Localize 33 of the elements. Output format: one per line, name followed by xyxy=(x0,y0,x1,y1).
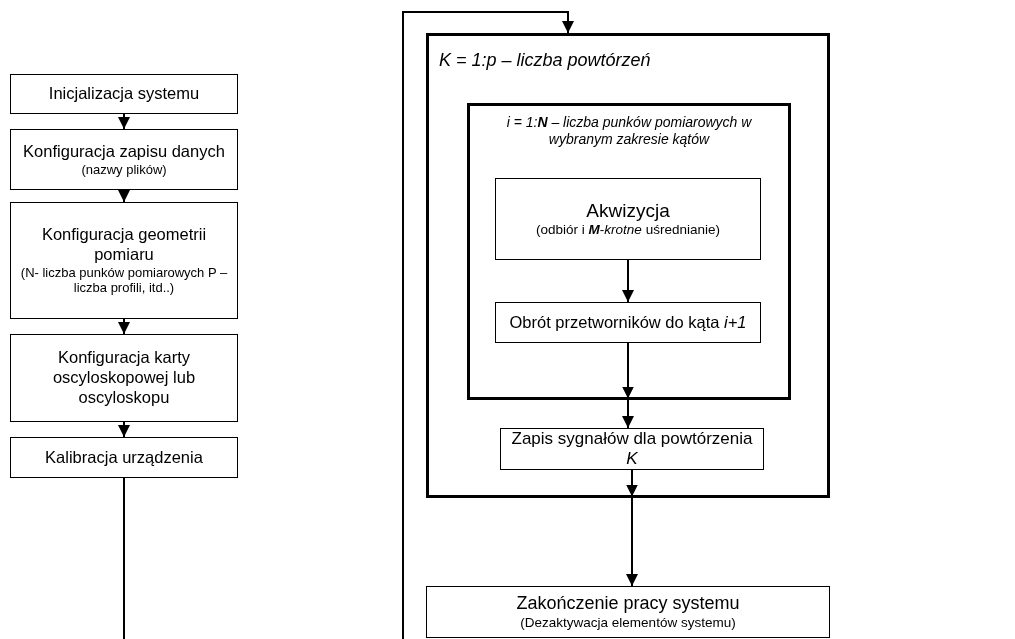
arrow xyxy=(118,113,130,130)
arrow xyxy=(118,421,130,438)
step-note: (nazwy plików) xyxy=(81,161,167,178)
loop-heading: K = 1:p – liczba powtórzeń xyxy=(439,50,651,72)
step-title: Akwizycja xyxy=(586,199,670,223)
process-box xyxy=(10,437,238,478)
step-title: Inicjalizacja systemu xyxy=(48,84,200,104)
process-box xyxy=(495,178,761,260)
step-note: (odbiór i M-krotne uśrednianie) xyxy=(536,222,720,239)
process-box xyxy=(426,33,830,498)
process-box xyxy=(10,202,238,319)
loop-heading: i = 1:N – liczba punków pomiarowych w wybranym zakresie kątów xyxy=(505,114,753,148)
arrow xyxy=(402,11,574,639)
arrow xyxy=(626,469,638,587)
step-note: (Dezaktywacja elementów systemu) xyxy=(520,614,736,631)
process-box xyxy=(10,74,238,114)
arrow xyxy=(622,342,634,429)
step-note: (N- liczba punków pomiarowych P – liczba profili, itd..) xyxy=(19,264,229,296)
process-box xyxy=(426,586,830,638)
step-title: Konfiguracja karty oscyloskopowej lub oscyloskopu xyxy=(51,348,197,408)
step-title: Zakończenie pracy systemu xyxy=(516,593,740,615)
arrow xyxy=(118,189,130,203)
step-title: Zapis sygnałów dla powtórzenia K xyxy=(510,428,754,470)
process-box xyxy=(10,334,238,422)
process-box xyxy=(10,129,238,190)
step-title: Obrót przetworników do kąta i+1 xyxy=(509,312,747,333)
arrow xyxy=(622,259,634,303)
process-box xyxy=(495,302,761,343)
step-title: Konfiguracja zapisu danych xyxy=(23,141,225,162)
step-title: Kalibracja urządzenia xyxy=(45,447,203,468)
process-box xyxy=(467,103,791,400)
arrow xyxy=(118,318,130,335)
step-title: Konfiguracja geometrii pomiaru xyxy=(40,225,208,265)
